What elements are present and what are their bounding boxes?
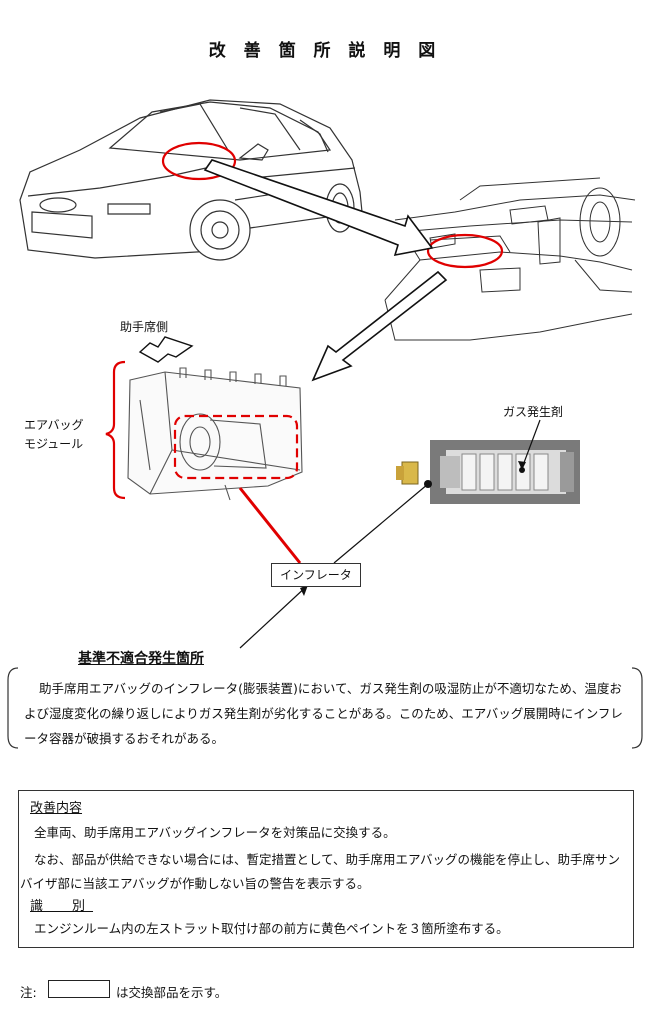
note-text: は交換部品を示す。 (116, 985, 228, 1000)
defect-right-bracket (631, 667, 643, 749)
remedy-line-1: 全車両、助手席用エアバッグインフレータを対策品に交換する。 (34, 825, 396, 840)
note-prefix: 注: (20, 985, 37, 1000)
leader-lines (239, 419, 541, 649)
defect-left-bracket (7, 667, 19, 749)
remedy-heading: 改善内容 (30, 801, 83, 816)
remedy-line-2: なお、部品が供給できない場合には、暫定措置として、助手席用エアバッグの機能を停止… (20, 852, 621, 891)
identification-heading: 識 別 (30, 899, 94, 914)
remedy-box (18, 790, 634, 948)
airbag-module-brace (105, 360, 126, 500)
passenger-side-label: 助手席側 (120, 320, 169, 334)
passenger-side-arrow (138, 336, 194, 363)
inflator-red-leader (238, 487, 302, 564)
identification-text: エンジンルーム内の左ストラット取付け部の前方に黄色ペイントを３箇所塗布する。 (34, 921, 509, 936)
gas-leader-arrowhead (518, 461, 526, 470)
gas-generant-label: ガス発生剤 (503, 405, 564, 419)
airbag-module-label-2: モジュール (24, 437, 84, 451)
inflator-highlight (173, 414, 299, 480)
defect-leader-arrowhead (300, 585, 308, 596)
defect-description: 助手席用エアバッグのインフレータ(膨張装置)において、ガス発生剤の吸湿防止が不適… (24, 681, 623, 746)
dashboard-highlight-car (161, 141, 237, 181)
car-illustration (19, 99, 363, 261)
inflator-cutaway (396, 440, 580, 504)
dashboard-highlight-dash (426, 233, 504, 269)
zoom-arrow-car-to-dash (203, 159, 434, 257)
page-title: 改 善 箇 所 説 明 図 (208, 41, 442, 61)
airbag-module-label: エアバッグ (24, 418, 84, 432)
replacement-part-swatch (48, 980, 110, 998)
zoom-arrow-dash-to-module (311, 270, 448, 382)
dashboard-illustration (384, 177, 636, 341)
defect-heading: 基準不適合発生箇所 (78, 651, 204, 667)
airbag-module-illustration (127, 367, 303, 501)
inflator-label: インフレータ (271, 563, 361, 587)
